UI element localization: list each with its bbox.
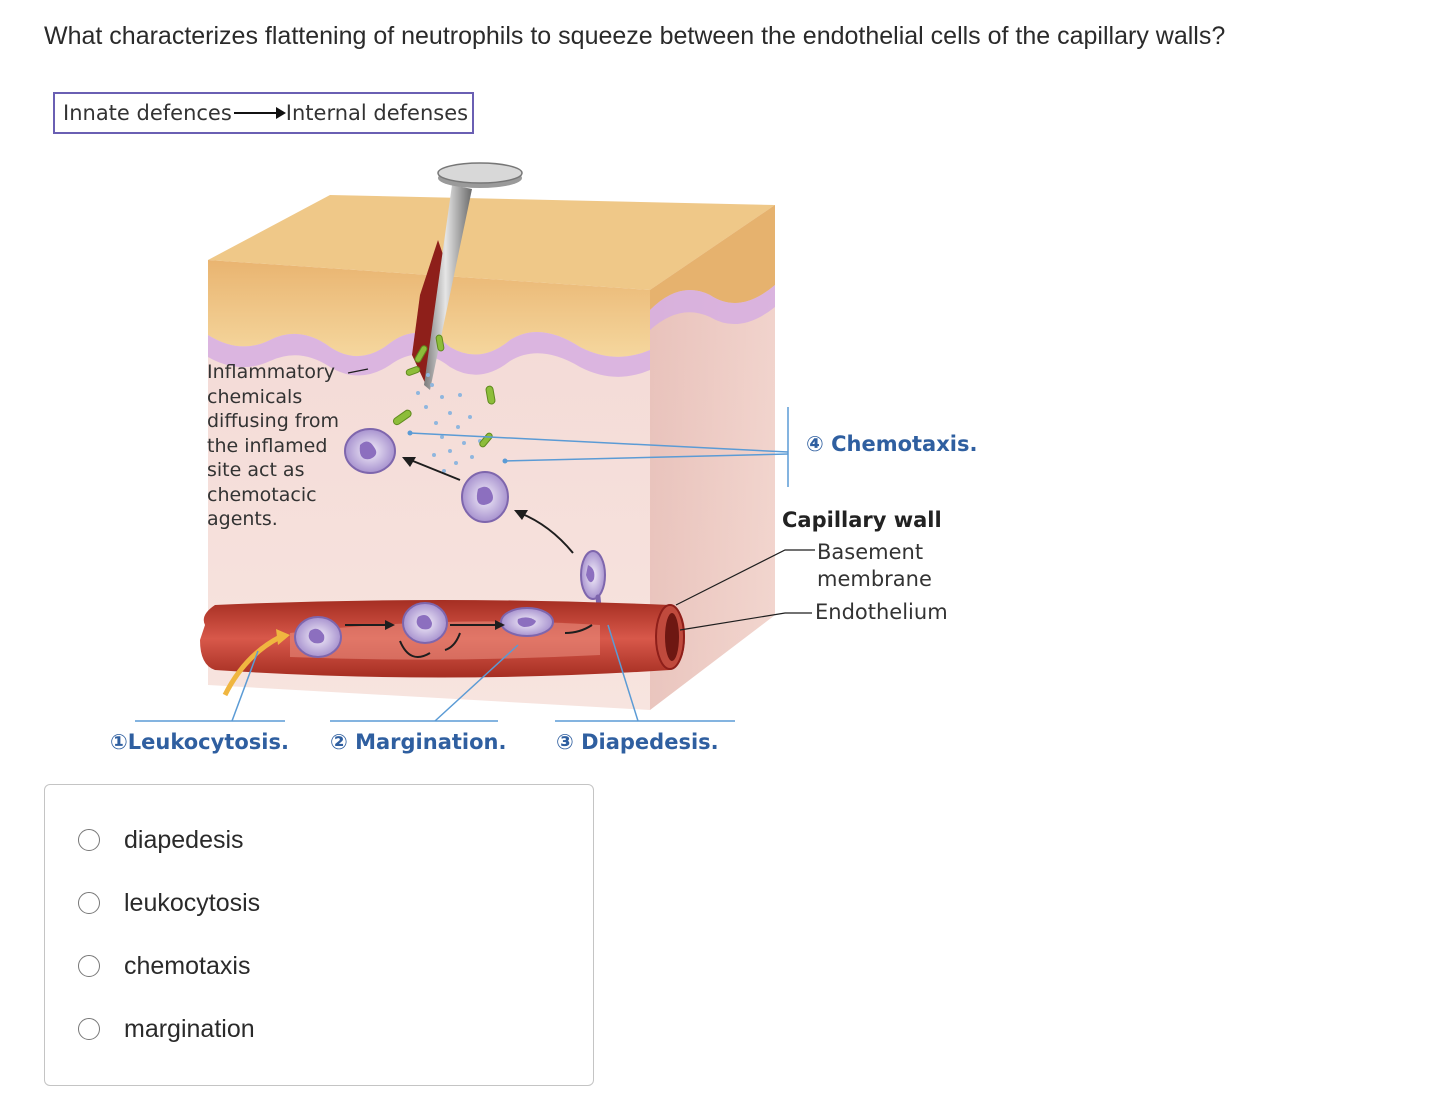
step3-diapedesis-label: ③ Diapedesis.: [556, 730, 719, 754]
step1-leukocytosis-label: ①Leukocytosis.: [110, 730, 289, 754]
choice-label: margination: [124, 1014, 255, 1043]
basement-membrane-label: Basement membrane: [817, 540, 932, 591]
choice-label: leukocytosis: [124, 888, 261, 917]
leader-lines: [347, 368, 815, 631]
neutrophils-tissue: [344, 428, 606, 620]
epidermis-side: [650, 205, 775, 310]
radio-button[interactable]: [78, 892, 100, 914]
right-arrow-icon: [233, 107, 286, 119]
radio-button[interactable]: [78, 1018, 100, 1040]
skin-illustration: [135, 162, 815, 722]
choice-label: diapedesis: [124, 825, 244, 854]
epidermis-top: [208, 195, 775, 290]
dermis-side: [650, 205, 775, 710]
inflammation-figure: Innate defences Internal defenses Inflam…: [40, 85, 1000, 765]
choice-leukocytosis[interactable]: leukocytosis: [78, 888, 260, 918]
pointer-lines: [135, 407, 789, 722]
endothelium-label: Endothelium: [815, 600, 948, 624]
step4-chemotaxis-label: ④ Chemotaxis.: [806, 432, 978, 456]
chemical-dots: [416, 373, 482, 473]
choice-chemotaxis[interactable]: chemotaxis: [78, 951, 250, 981]
header-to-label: Internal defenses: [285, 101, 469, 125]
leukocytosis-arrow: [222, 634, 282, 697]
radio-button[interactable]: [78, 955, 100, 977]
choice-diapedesis[interactable]: diapedesis: [78, 825, 244, 855]
neutrophils-vessel: [294, 602, 554, 658]
chemotaxis-arrows: [407, 458, 574, 554]
question-text: What characterizes flattening of neutrop…: [44, 22, 1226, 50]
innate-defences-header: Innate defences Internal defenses: [53, 92, 475, 134]
inflammatory-chemicals-label: Inflammatory chemicals diffusing from th…: [207, 361, 340, 530]
answer-choices: diapedesis leukocytosis chemotaxis margi…: [44, 784, 594, 1086]
radio-button[interactable]: [78, 829, 100, 851]
header-from-label: Innate defences: [63, 101, 232, 125]
step2-margination-label: ② Margination.: [330, 730, 507, 754]
capillary-wall-label: Capillary wall: [782, 508, 942, 532]
choice-label: chemotaxis: [124, 951, 251, 980]
choice-margination[interactable]: margination: [78, 1014, 255, 1044]
